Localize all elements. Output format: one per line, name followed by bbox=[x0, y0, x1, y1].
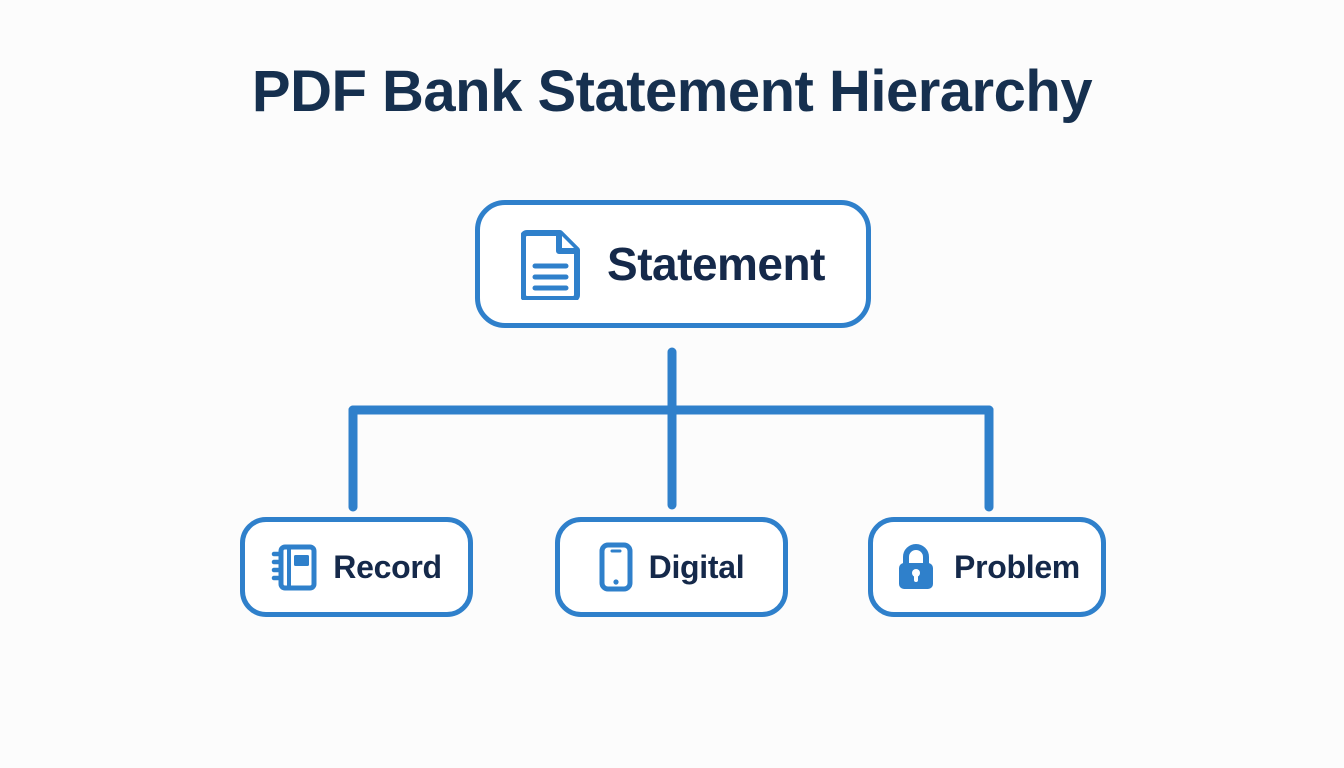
node-label-statement: Statement bbox=[607, 238, 825, 290]
document-icon bbox=[521, 230, 581, 300]
node-label-record: Record bbox=[333, 548, 442, 585]
page-title: PDF Bank Statement Hierarchy bbox=[251, 59, 1093, 124]
node-problem[interactable]: Problem bbox=[868, 517, 1106, 617]
node-label-problem: Problem bbox=[954, 548, 1080, 585]
node-record[interactable]: Record bbox=[240, 517, 473, 617]
smartphone-icon bbox=[599, 542, 633, 592]
lock-icon bbox=[899, 544, 934, 589]
node-statement[interactable]: Statement bbox=[475, 200, 871, 328]
notebook-icon bbox=[272, 544, 317, 591]
node-label-digital: Digital bbox=[648, 548, 745, 585]
node-digital[interactable]: Digital bbox=[555, 517, 788, 617]
